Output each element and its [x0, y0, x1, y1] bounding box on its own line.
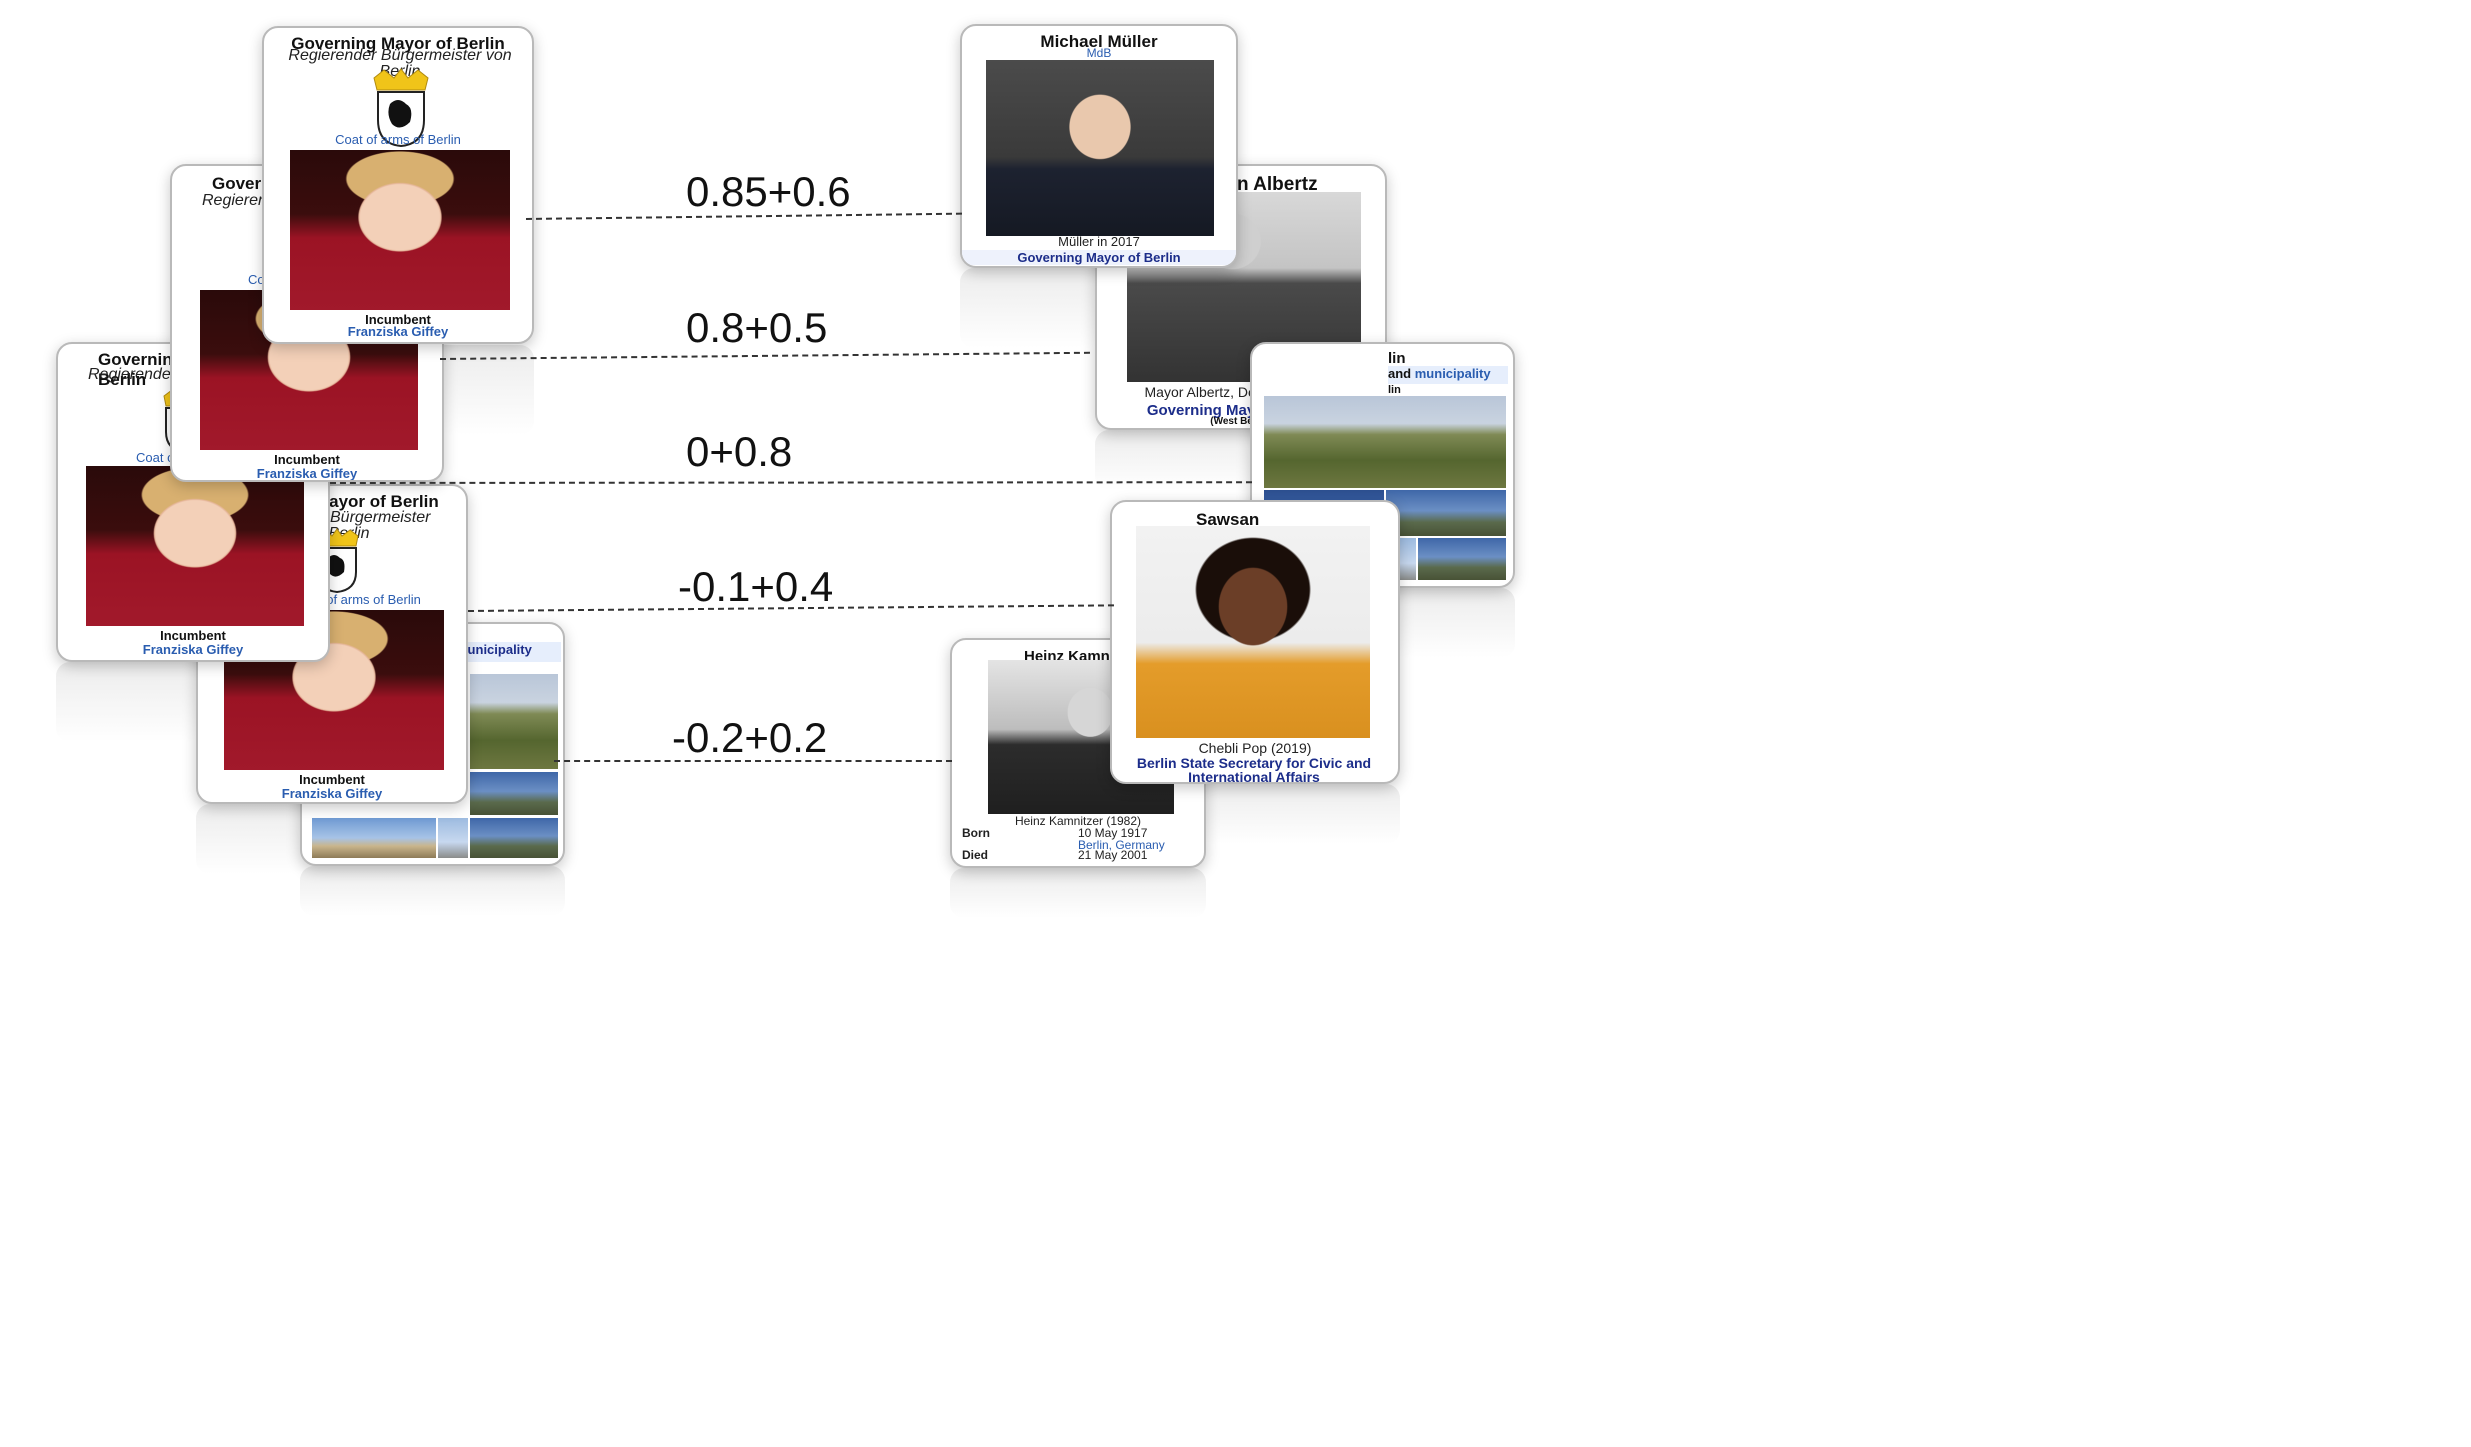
score-label-5: -0.2+0.2 — [672, 714, 828, 761]
chebli-title: Sawsan — [1196, 510, 1260, 529]
incumbent-label: Incumbent — [299, 772, 365, 787]
cathedral-photo — [1386, 490, 1506, 536]
cathedral-photo — [470, 772, 558, 815]
city-sub: lin — [1388, 384, 1401, 396]
incumbent-label: Incumbent — [160, 628, 226, 643]
incumbent-name[interactable]: Franziska Giffey — [281, 786, 383, 801]
mueller-photo — [986, 60, 1214, 236]
municipality-link[interactable]: municipality — [456, 642, 532, 657]
incumbent-name[interactable]: Franziska Giffey — [256, 466, 358, 481]
incumbent-name[interactable]: Franziska Giffey — [347, 324, 449, 339]
died-label: Died — [962, 848, 989, 862]
chebli-photo — [1136, 526, 1370, 738]
city-header: and municipality — [1388, 366, 1508, 384]
museum-photo — [470, 818, 558, 858]
mueller-title: Michael Müller — [1040, 32, 1158, 51]
score-label-2: 0.8+0.5 — [686, 304, 828, 351]
mueller-subtitle[interactable]: MdB — [1086, 46, 1112, 60]
left-card-top: Governing Mayor of Berlin Regierender Bü… — [262, 26, 534, 344]
chebli-card: Sawsan Chebli Pop (2019) Berlin State Se… — [1110, 500, 1400, 784]
city-header: municipality — [452, 642, 561, 662]
born-date: 10 May 1917 — [1078, 826, 1148, 840]
score-label-1: 0.85+0.6 — [686, 168, 851, 215]
connector-line-2 — [440, 351, 1090, 360]
coat-caption[interactable]: Coat of arms of Berlin — [335, 132, 461, 147]
mueller-card: Michael Müller MdB Müller in 2017 Govern… — [960, 24, 1238, 268]
palace-photo — [312, 818, 436, 858]
born-label: Born — [962, 826, 990, 840]
incumbent-label: Incumbent — [274, 452, 340, 467]
born-place[interactable]: Berlin, Germany — [1078, 838, 1165, 852]
chebli-caption: Chebli Pop (2019) — [1198, 740, 1312, 756]
score-label-3: 0+0.8 — [686, 428, 793, 475]
giffey-photo — [86, 466, 304, 626]
score-label-4: -0.1+0.4 — [678, 563, 834, 610]
city-panorama — [1264, 396, 1506, 488]
card-title: Governing Mayor of Berlin — [291, 34, 505, 53]
mueller-caption: Müller in 2017 — [1058, 234, 1140, 249]
city-panorama — [470, 674, 558, 769]
incumbent-label: Incumbent — [365, 312, 431, 327]
mueller-role[interactable]: Governing Mayor of Berlin — [962, 250, 1236, 265]
kamnitzer-card: Heinz Kamni Heinz Kamnitzer (1982) Born … — [950, 638, 1206, 868]
kamnitzer-caption: Heinz Kamnitzer (1982) — [1014, 814, 1142, 828]
right-city-card: lin and municipality lin — [1250, 342, 1515, 588]
connector-line-5 — [554, 760, 952, 762]
city-header-prefix: and — [1388, 366, 1412, 381]
left-card-bottom: Governing Mayor of Berlin Regierender Bü… — [196, 484, 468, 804]
card-reflection — [950, 868, 1206, 918]
city-title: lin — [1388, 350, 1406, 367]
died-date: 21 May 2001 — [1078, 848, 1148, 862]
tvtower-photo — [438, 818, 468, 858]
museum-photo — [1418, 538, 1506, 580]
giffey-photo — [290, 150, 510, 310]
chebli-role[interactable]: Berlin State Secretary for Civic and Int… — [1136, 755, 1372, 784]
municipality-link[interactable]: municipality — [1414, 366, 1491, 381]
incumbent-name[interactable]: Franziska Giffey — [142, 642, 244, 657]
albertz-role-sub: (West Berlin) — [1210, 416, 1272, 427]
card-reflection — [300, 866, 565, 916]
coat-of-arms-icon — [373, 68, 429, 148]
albertz-title: n Albertz — [1237, 174, 1318, 195]
